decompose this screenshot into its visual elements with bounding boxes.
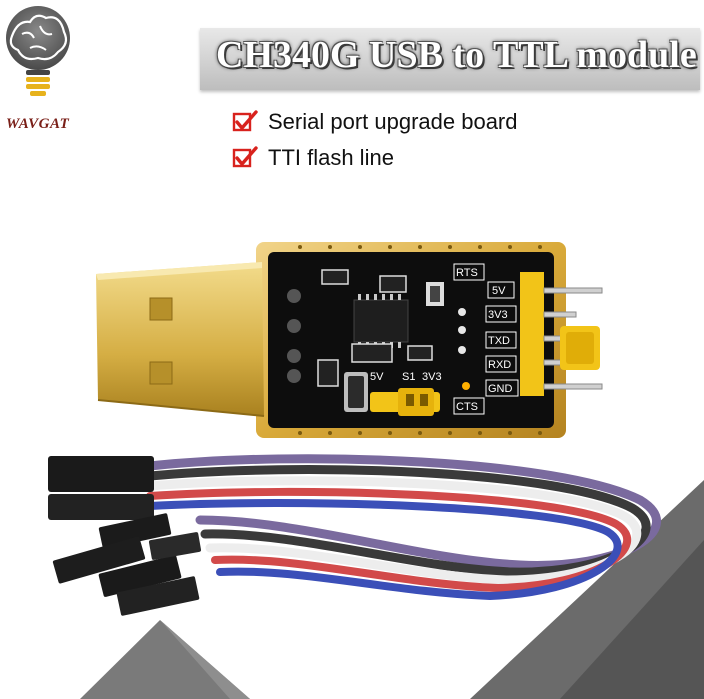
brand-name: WAVGAT: [6, 116, 70, 132]
pin-label-gnd: GND: [488, 383, 513, 395]
feature-item: Serial port upgrade board: [232, 108, 518, 136]
feature-text: TTI flash line: [268, 145, 394, 170]
feature-item: TTI flash line: [232, 144, 394, 172]
pcb-board: RTS 5V 3V3 TXD RXD GND CTS 5V S1 3V3: [256, 242, 566, 438]
brain-lightbulb-icon: [6, 6, 70, 96]
red-check-icon: [232, 110, 258, 132]
dupont-cable: [145, 454, 661, 601]
title-banner: [200, 28, 700, 90]
red-check-icon: [232, 146, 258, 168]
brand-logo: WAVGAT: [0, 0, 92, 140]
pin-label-rxd: RXD: [488, 359, 511, 371]
pin-label-cts: CTS: [456, 401, 478, 413]
feature-text: Serial port upgrade board: [268, 109, 518, 134]
pin-label-rts: RTS: [456, 267, 478, 279]
jumper-label-3v3: 3V3: [422, 371, 442, 383]
jumper-label-s1: S1: [402, 371, 415, 383]
jumper-label-5v: 5V: [370, 371, 384, 383]
dupont-connectors: [48, 456, 202, 616]
header-pins: [520, 272, 603, 396]
usb-a-connector: [96, 262, 265, 417]
page-title: CH340G USB to TTL module: [216, 34, 697, 76]
pin-label-txd: TXD: [488, 335, 510, 347]
pin-label-5v: 5V: [492, 285, 506, 297]
pin-label-3v3: 3V3: [488, 309, 508, 321]
